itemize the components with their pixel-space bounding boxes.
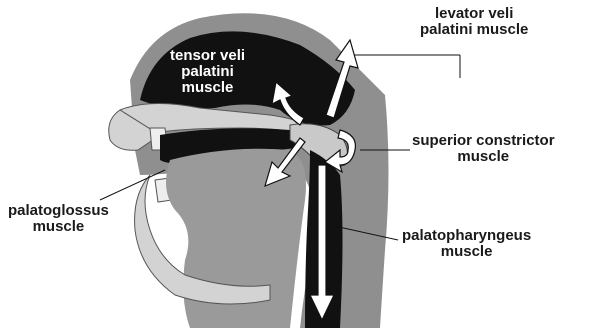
tensor-veli-palatini-line-3: muscle bbox=[170, 80, 245, 96]
superior-constrictor-line-1: superior constrictor bbox=[412, 133, 555, 149]
palatoglossus-line-2: muscle bbox=[8, 219, 109, 235]
palatopharyngeus-line-1: palatopharyngeus bbox=[402, 228, 531, 244]
levator-veli-palatini-line-1: levator veli bbox=[420, 6, 528, 22]
levator-veli-palatini-label: levator veli palatini muscle bbox=[420, 6, 528, 38]
palatopharyngeus-label: palatopharyngeus muscle bbox=[402, 228, 531, 260]
levator-veli-palatini-line-2: palatini muscle bbox=[420, 22, 528, 38]
superior-constrictor-label: superior constrictor muscle bbox=[412, 133, 555, 165]
tensor-veli-palatini-label: tensor veli palatini muscle bbox=[170, 48, 245, 96]
palatoglossus-label: palatoglossus muscle bbox=[8, 203, 109, 235]
superior-constrictor-line-2: muscle bbox=[412, 149, 555, 165]
palatopharyngeus-line-2: muscle bbox=[402, 244, 531, 260]
tensor-veli-palatini-line-1: tensor veli bbox=[170, 48, 245, 64]
tensor-veli-palatini-line-2: palatini bbox=[170, 64, 245, 80]
palatoglossus-line-1: palatoglossus bbox=[8, 203, 109, 219]
